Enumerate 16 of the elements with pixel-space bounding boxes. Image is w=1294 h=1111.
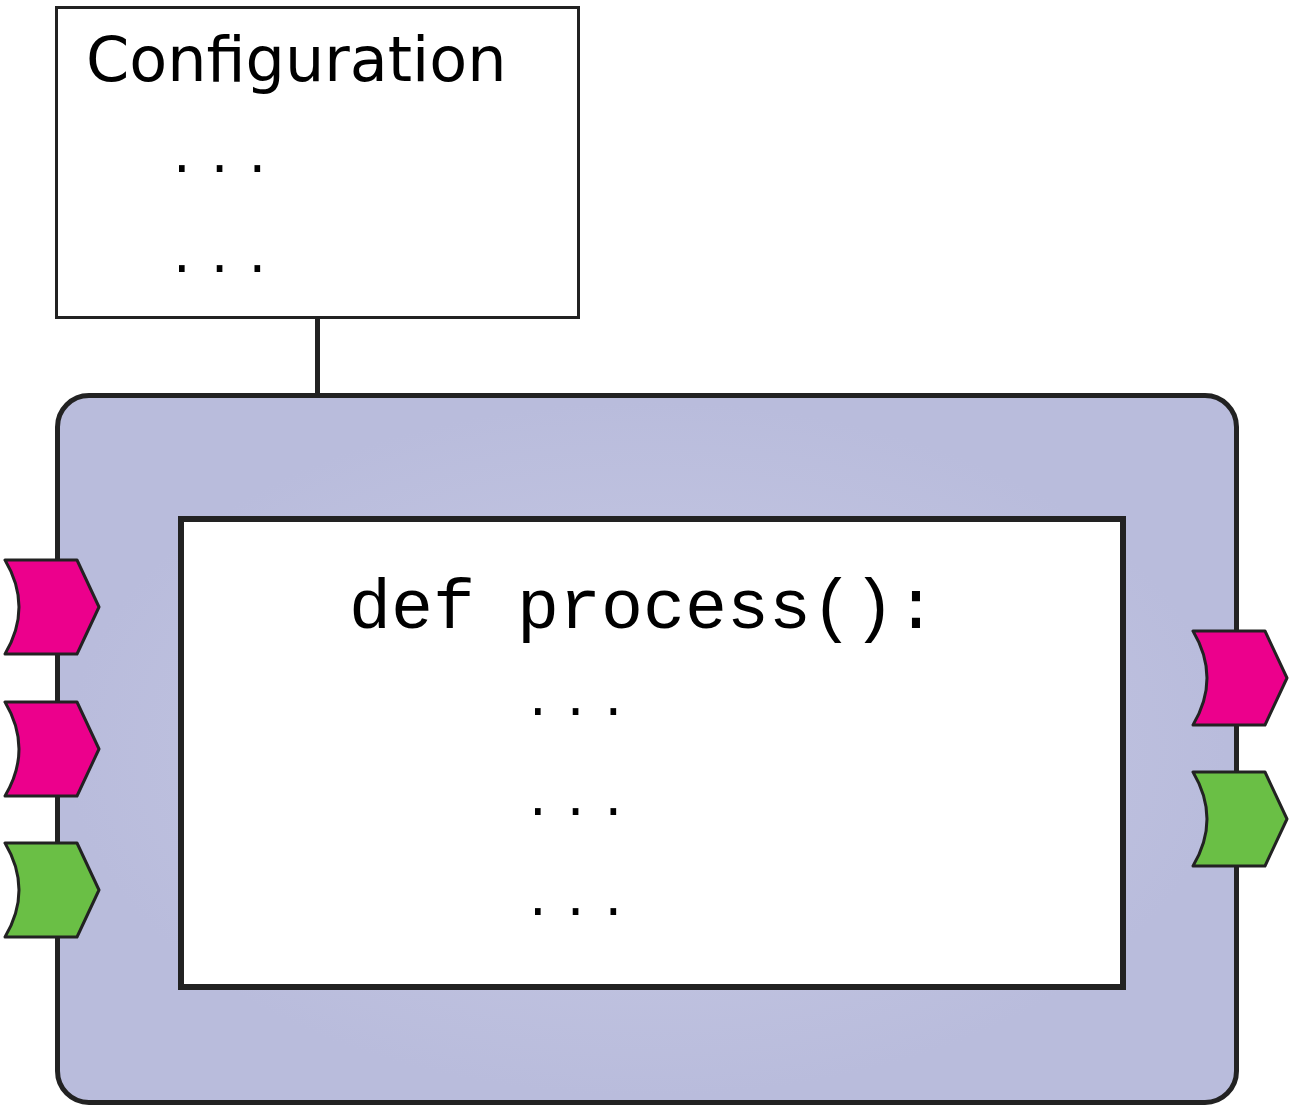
- output-port: [1191, 770, 1289, 868]
- output-port: [1191, 629, 1289, 727]
- ellipsis-text: ...: [524, 672, 639, 726]
- box-heading: Configuration: [86, 23, 508, 96]
- input-port: [3, 700, 101, 798]
- connector-line: [315, 319, 320, 393]
- ellipsis-text: ...: [168, 229, 283, 283]
- code-box: [178, 516, 1126, 990]
- configuration-box: [55, 6, 580, 319]
- component-block: [55, 393, 1239, 1105]
- ellipsis-text: ...: [524, 872, 639, 926]
- ellipsis-text: ...: [524, 772, 639, 826]
- ellipsis-text: ...: [168, 129, 283, 183]
- input-port: [3, 841, 101, 939]
- code-line: def process():: [349, 570, 939, 649]
- input-port: [3, 558, 101, 656]
